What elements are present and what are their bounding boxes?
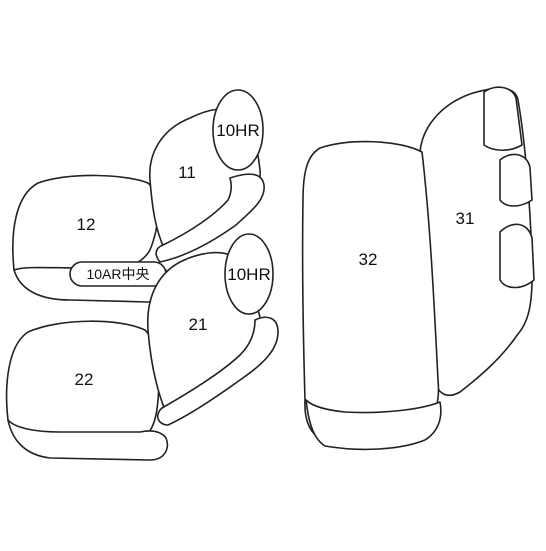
rear-seat-cushion-32: [301, 140, 440, 443]
label-headrest-upper: 10HR: [216, 121, 259, 140]
headrest-10hr-upper: [212, 89, 264, 171]
headrest-10hr-lower: [224, 233, 274, 315]
rear-headrest-tab-1: [483, 86, 523, 152]
label-backrest-21: 21: [189, 315, 208, 334]
backrest-21-side: [156, 316, 279, 426]
label-seat-22: 22: [75, 370, 94, 389]
label-backrest-11: 11: [178, 163, 196, 182]
label-seat-12: 12: [77, 215, 96, 234]
label-rear-back-31: 31: [456, 209, 475, 228]
rear-headrest-tab-2: [499, 153, 533, 207]
rear-seat-cushion-32-front: [305, 399, 442, 451]
seat-cushion-22-front: [7, 419, 169, 461]
label-rear-cushion-32: 32: [359, 250, 378, 269]
backrest-11-side: [155, 173, 265, 263]
label-center-part: 10AR中央: [86, 266, 149, 282]
label-headrest-lower: 10HR: [227, 265, 270, 284]
rear-headrest-tab-3: [499, 223, 535, 289]
